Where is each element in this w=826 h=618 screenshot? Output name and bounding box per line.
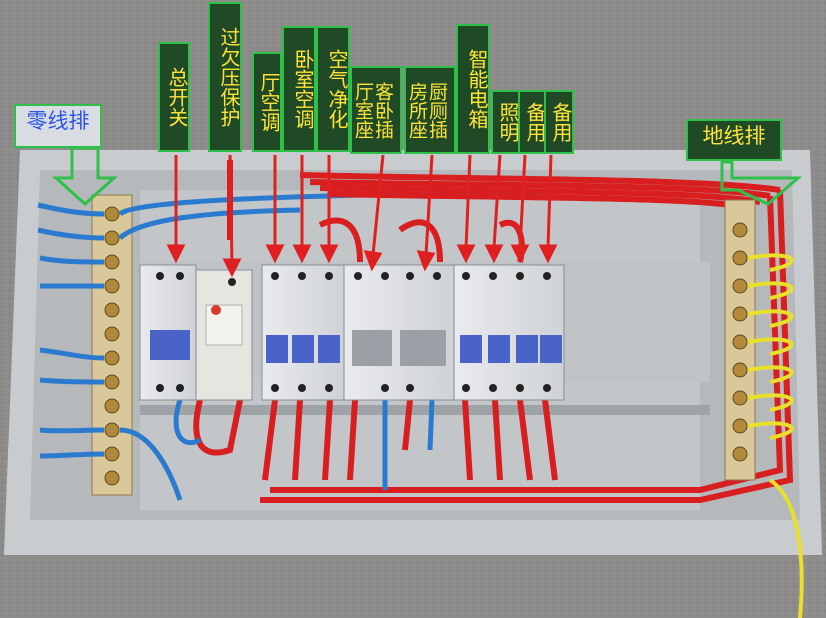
- kitchen-bath-sockets-label: 房所座 厨厕插: [404, 66, 456, 154]
- neutral-wires: [173, 399, 435, 490]
- ground-busbar: [724, 199, 804, 618]
- kitchen-bath-sockets-col-2: 房所座: [406, 81, 428, 139]
- spare-2-label: 备用: [544, 90, 574, 154]
- overvoltage-protection-label: 过欠压保护: [208, 2, 242, 152]
- live-wire-bundle: [193, 160, 794, 503]
- living-bedroom-sockets-col-2: 厅室座: [352, 81, 374, 139]
- neutral-bar-label: 零线排: [14, 104, 102, 148]
- living-room-ac-label: 厅空调: [252, 52, 282, 152]
- smart-box-label: 智能电箱: [456, 24, 490, 154]
- living-bedroom-sockets-label: 厅室座 客卧插: [350, 66, 402, 154]
- neutral-busbar: [37, 189, 541, 501]
- spare-1-label: 备用: [518, 90, 548, 154]
- ground-bar-label: 地线排: [686, 119, 782, 161]
- main-switch-label: 总开关: [158, 42, 190, 152]
- busbar-arrows: [52, 146, 803, 207]
- air-purifier-label: 空气净化: [316, 26, 350, 152]
- lighting-label: 照明: [491, 90, 521, 154]
- indicator-arrows: [166, 154, 558, 278]
- bedroom-ac-label: 卧室空调: [282, 26, 316, 152]
- living-bedroom-sockets-col-1: 客卧插: [372, 81, 394, 139]
- breaker-row: [139, 264, 565, 401]
- kitchen-bath-sockets-col-1: 厨厕插: [426, 81, 448, 139]
